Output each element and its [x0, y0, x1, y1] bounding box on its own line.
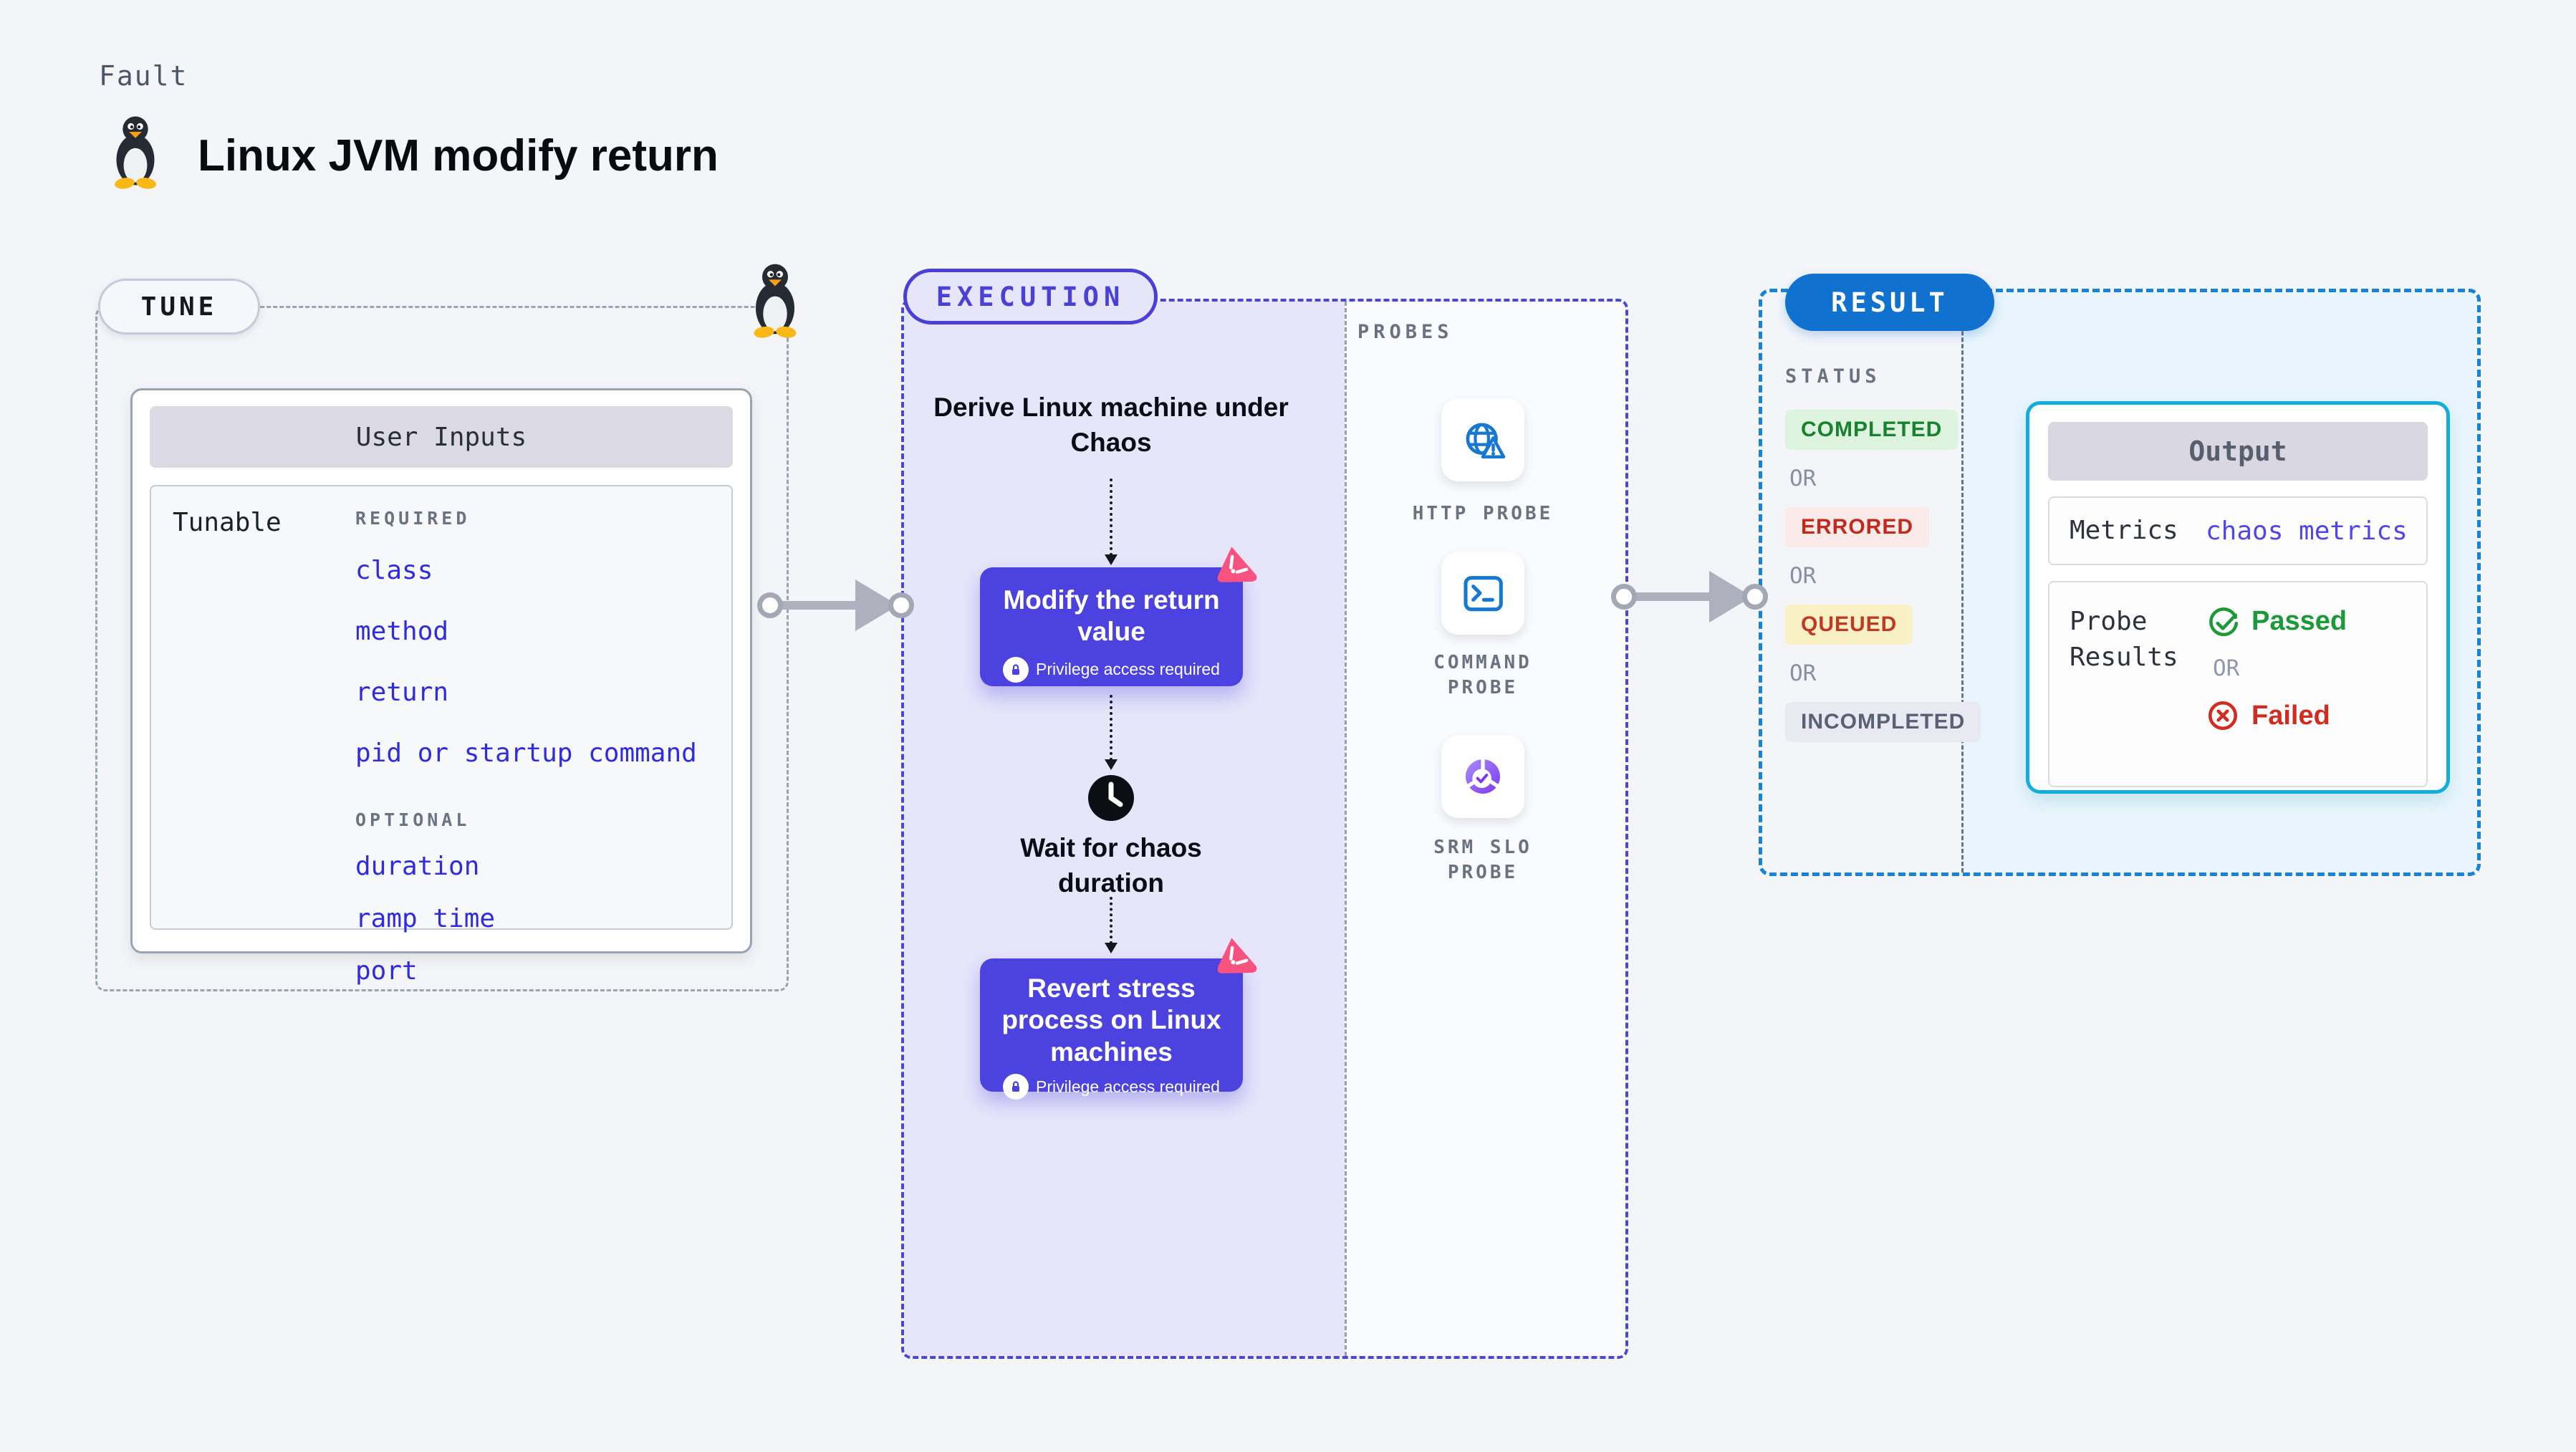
- result-section-pill: RESULT: [1785, 274, 1994, 331]
- connector-dot: [1611, 584, 1637, 610]
- flow-connector: [1110, 897, 1112, 944]
- status-badge-completed: COMPLETED: [1785, 410, 1959, 450]
- srm-slo-probe-card: [1441, 735, 1524, 818]
- terminal-icon: [1460, 570, 1506, 616]
- derive-step-text: Derive Linux machine under Chaos: [933, 393, 1289, 457]
- flow-connector-arrowhead: [1105, 943, 1118, 953]
- modify-return-step: Modify the return value Privilege access…: [980, 567, 1243, 686]
- modify-return-title: Modify the return value: [1003, 585, 1220, 647]
- command-probe-label: COMMAND PROBE: [1433, 652, 1532, 699]
- input-link-duration[interactable]: duration: [355, 852, 480, 881]
- lock-icon: [1003, 1074, 1029, 1100]
- or-label: OR: [2213, 655, 2240, 681]
- flow-connector-arrowhead: [1105, 554, 1118, 565]
- input-link-method[interactable]: method: [355, 617, 449, 646]
- passed-label: Passed: [2251, 605, 2347, 636]
- input-link-return[interactable]: return: [355, 678, 449, 707]
- page-title: Linux JVM modify return: [198, 131, 719, 181]
- failed-label: Failed: [2251, 700, 2330, 731]
- status-label: STATUS: [1785, 365, 1881, 388]
- tune-section-pill: TUNE: [98, 279, 260, 335]
- tux-penguin-icon: [114, 116, 157, 191]
- chaos-fault-icon: [1209, 540, 1261, 592]
- flow-connector: [1110, 479, 1112, 556]
- execution-flow-zone: [904, 302, 1345, 1356]
- wait-step-text: Wait for chaos duration: [1020, 833, 1202, 898]
- input-link-ramp-time[interactable]: ramp time: [355, 904, 496, 933]
- connector-dot: [1742, 584, 1768, 610]
- connector-dot: [757, 592, 783, 618]
- failed-row: Failed: [2206, 698, 2330, 733]
- command-probe-card: [1441, 552, 1524, 635]
- revert-stress-step: Revert stress process on Linux machines …: [980, 958, 1243, 1100]
- connector-dot: [888, 592, 914, 618]
- input-link-class[interactable]: class: [355, 556, 433, 585]
- chaos-fault-icon: [1209, 931, 1261, 983]
- tunable-inputs-list: REQUIRED class method return pid or star…: [355, 508, 697, 986]
- srm-slo-probe-label: SRM SLO PROBE: [1433, 837, 1532, 884]
- http-probe-card: [1441, 398, 1524, 481]
- tune-section-box: [95, 306, 789, 991]
- privilege-badge: Privilege access required: [1036, 1077, 1220, 1096]
- probes-label: PROBES: [1357, 321, 1453, 343]
- execution-to-result-arrow: [1624, 592, 1714, 601]
- slo-donut-icon: [1460, 754, 1506, 799]
- check-circle-icon: [2206, 604, 2240, 638]
- or-label: OR: [1789, 466, 1817, 491]
- user-inputs-body: Tunable REQUIRED class method return pid…: [150, 485, 733, 986]
- flow-connector: [1110, 695, 1112, 761]
- flow-connector-arrowhead: [1105, 759, 1118, 770]
- metrics-row: Metrics chaos metrics: [2048, 496, 2428, 565]
- output-card: Output Metrics chaos metrics Probe Resul…: [2026, 401, 2450, 794]
- privilege-badge: Privilege access required: [1036, 660, 1220, 679]
- tune-to-execution-arrow: [770, 601, 860, 610]
- x-circle-icon: [2206, 698, 2240, 733]
- required-group-label: REQUIRED: [355, 508, 471, 529]
- probe-results-label: Probe Results: [2070, 607, 2178, 672]
- or-label: OR: [1789, 563, 1817, 589]
- status-badge-queued: QUEUED: [1785, 605, 1913, 645]
- http-probe-label: HTTP PROBE: [1412, 503, 1554, 524]
- status-list: COMPLETED OR ERRORED OR QUEUED OR INCOMP…: [1785, 410, 1981, 742]
- user-inputs-card: User Inputs Tunable REQUIRED class metho…: [130, 388, 752, 986]
- lock-icon: [1003, 656, 1029, 683]
- status-badge-incompleted: INCOMPLETED: [1785, 702, 1981, 742]
- metrics-value: chaos metrics: [2206, 516, 2408, 546]
- execution-section-pill: EXECUTION: [903, 269, 1158, 324]
- revert-stress-title: Revert stress process on Linux machines: [1001, 973, 1221, 1067]
- input-link-port[interactable]: port: [355, 956, 418, 986]
- status-badge-errored: ERRORED: [1785, 507, 1930, 547]
- optional-group-label: OPTIONAL: [355, 809, 471, 830]
- user-inputs-header: User Inputs: [150, 406, 733, 468]
- metrics-label: Metrics: [2070, 516, 2178, 546]
- fault-kicker: Fault: [99, 60, 188, 92]
- passed-row: Passed: [2206, 604, 2347, 638]
- globe-alert-icon: [1459, 418, 1506, 462]
- tunable-label: Tunable: [173, 508, 282, 537]
- input-link-pid-or-startup-command[interactable]: pid or startup command: [355, 739, 697, 768]
- wait-clock-icon: [1087, 774, 1135, 822]
- or-label: OR: [1789, 660, 1817, 686]
- probe-results-row: Probe Results Passed OR Failed: [2048, 581, 2428, 787]
- output-header: Output: [2048, 422, 2428, 481]
- tux-penguin-icon: [753, 264, 797, 340]
